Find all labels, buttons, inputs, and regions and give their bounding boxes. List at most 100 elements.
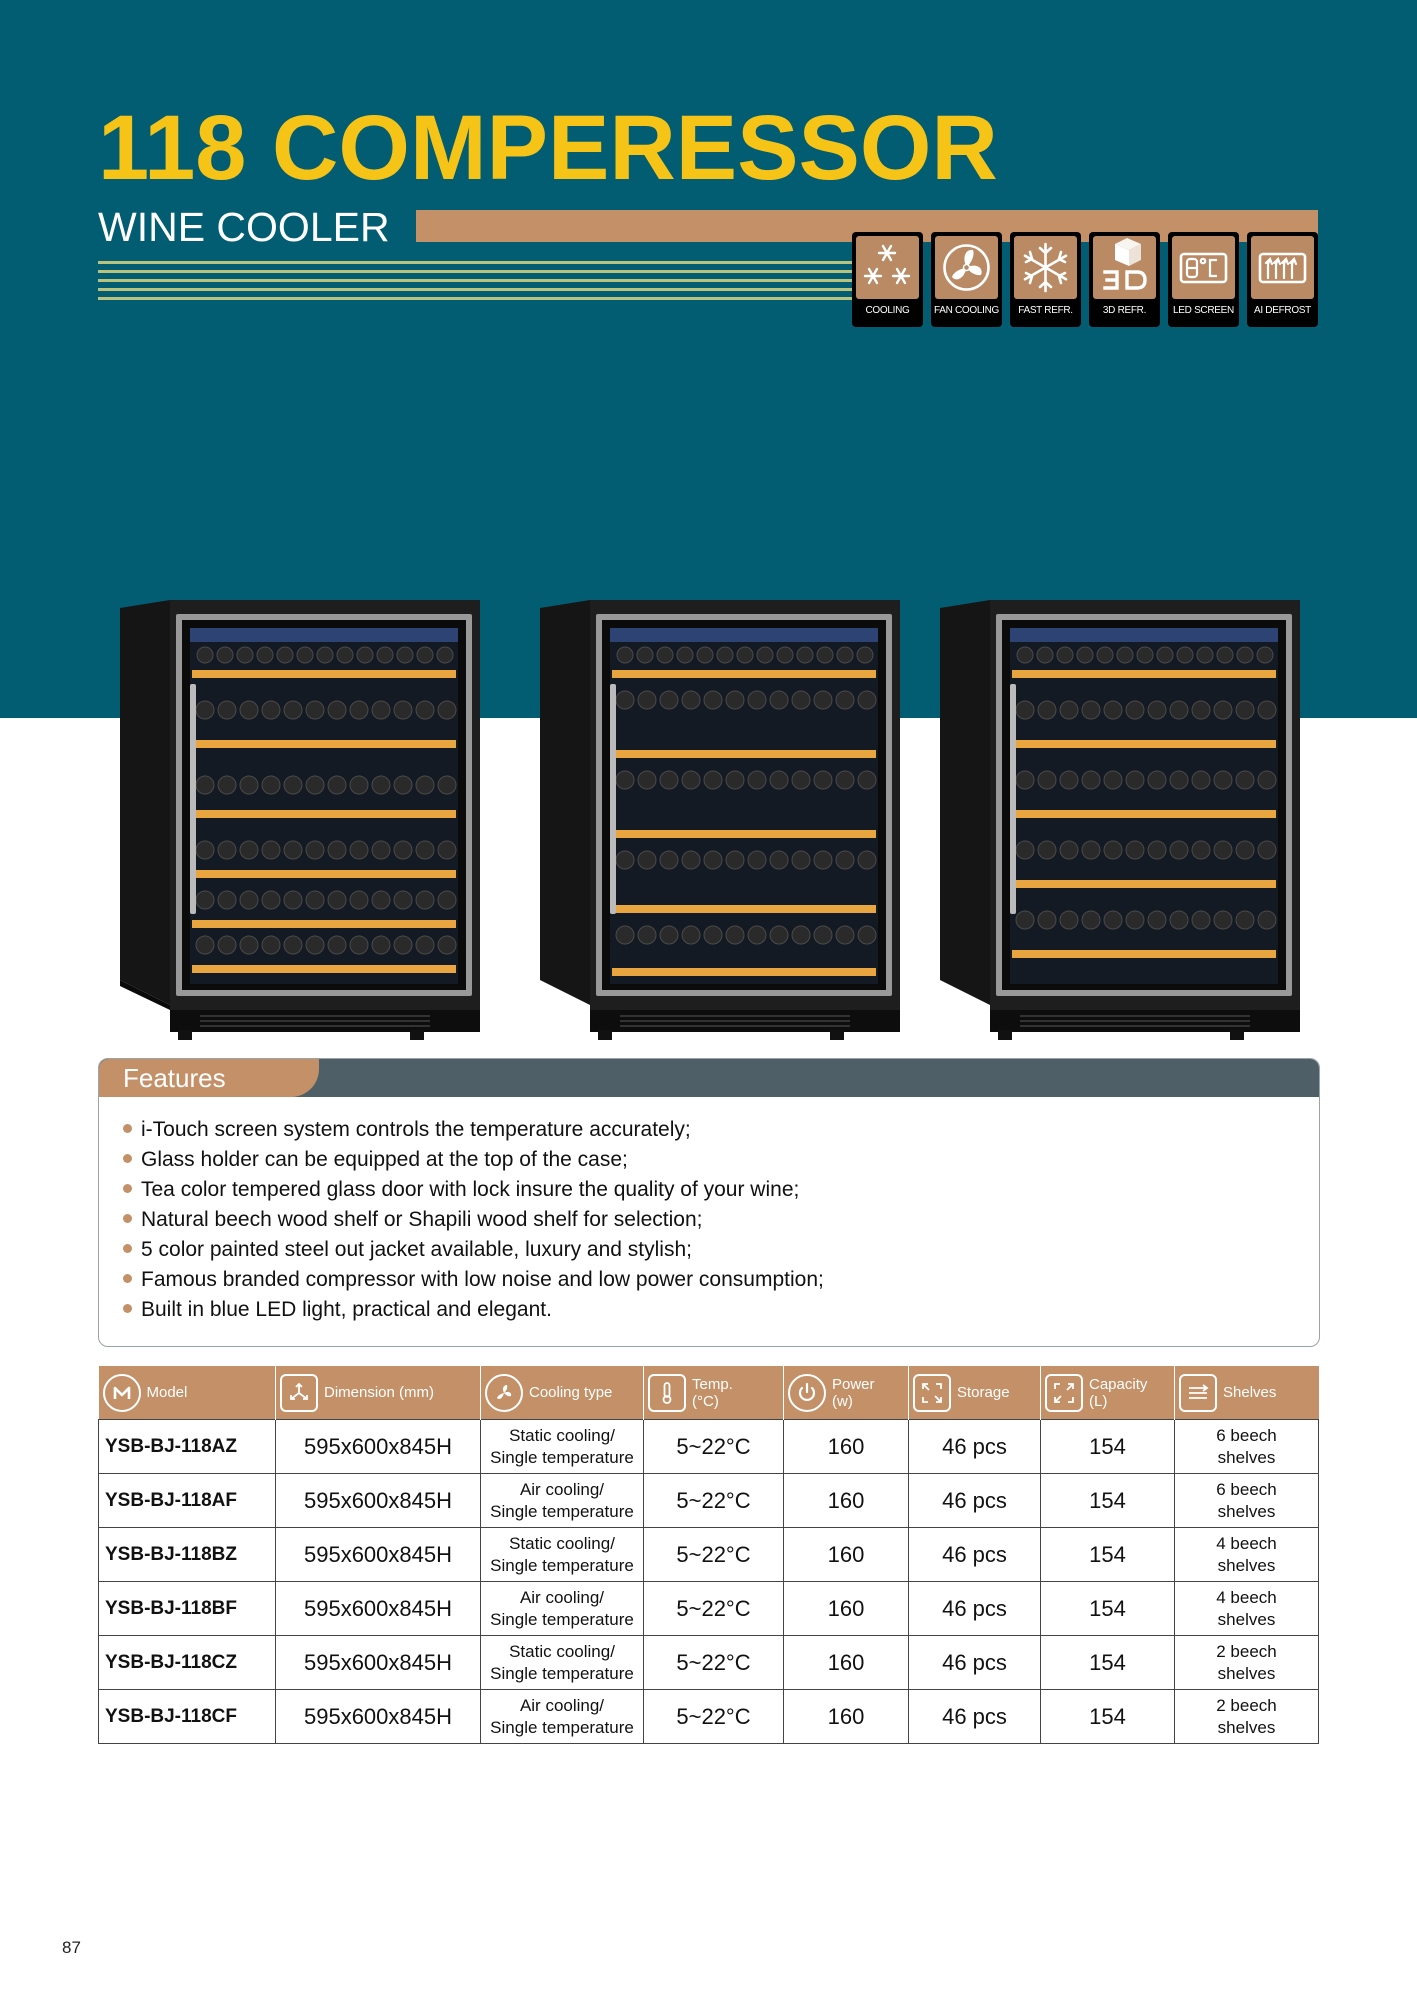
cell-model: YSB-BJ-118AZ: [98, 1419, 276, 1474]
cell-temp: 5~22°C: [643, 1689, 784, 1744]
feature-badges: COOLING FAN COOLING: [852, 232, 1322, 328]
cell-cooling-type: Air cooling/Single temperature: [480, 1581, 644, 1636]
cell-storage: 46 pcs: [908, 1635, 1041, 1690]
cell-model: YSB-BJ-118CF: [98, 1689, 276, 1744]
cell-capacity: 154: [1040, 1689, 1175, 1744]
badge-fast-refrigeration: FAST REFR.: [1010, 232, 1081, 327]
cell-capacity: 154: [1040, 1581, 1175, 1636]
storage-icon: [913, 1373, 951, 1412]
cell-power: 160: [783, 1635, 909, 1690]
badge-3d-refrigeration: 3D REFR.: [1089, 232, 1160, 327]
badge-label: FAST REFR.: [1018, 305, 1073, 316]
feature-item: Natural beech wood shelf or Shapili wood…: [123, 1205, 824, 1235]
cell-cooling-type: Static cooling/Single temperature: [480, 1635, 644, 1690]
badge-cooling: COOLING: [852, 232, 923, 327]
cell-temp: 5~22°C: [643, 1419, 784, 1474]
thermometer-icon: [648, 1373, 686, 1412]
cell-storage: 46 pcs: [908, 1473, 1041, 1528]
cell-capacity: 154: [1040, 1419, 1175, 1474]
cell-cooling-type: Static cooling/Single temperature: [480, 1419, 644, 1474]
power-icon: [788, 1373, 826, 1412]
cell-dimension: 595x600x845H: [275, 1473, 481, 1528]
header-dimension: Dimension (mm): [275, 1366, 481, 1420]
cell-dimension: 595x600x845H: [275, 1527, 481, 1582]
feature-item: Glass holder can be equipped at the top …: [123, 1145, 824, 1175]
cell-power: 160: [783, 1581, 909, 1636]
cell-model: YSB-BJ-118BZ: [98, 1527, 276, 1582]
feature-item: Famous branded compressor with low noise…: [123, 1265, 824, 1295]
wine-cooler-image-2-shelf: [940, 600, 1300, 1040]
feature-item: Built in blue LED light, practical and e…: [123, 1295, 824, 1325]
page-number: 87: [62, 1938, 81, 1957]
cell-dimension: 595x600x845H: [275, 1419, 481, 1474]
header-storage: Storage: [908, 1366, 1041, 1420]
badge-label: COOLING: [865, 305, 910, 316]
table-row: YSB-BJ-118CF 595x600x845H Air cooling/Si…: [98, 1689, 1319, 1744]
cell-temp: 5~22°C: [643, 1473, 784, 1528]
cell-capacity: 154: [1040, 1635, 1175, 1690]
cell-power: 160: [783, 1473, 909, 1528]
badge-label: 3D REFR.: [1102, 305, 1147, 316]
badge-led-screen: LED SCREEN: [1168, 232, 1239, 327]
cell-power: 160: [783, 1689, 909, 1744]
page-title: 118 COMPERESSOR: [98, 97, 998, 199]
cell-capacity: 154: [1040, 1527, 1175, 1582]
cell-power: 160: [783, 1527, 909, 1582]
header-model: Model: [98, 1366, 276, 1420]
cell-model: YSB-BJ-118CZ: [98, 1635, 276, 1690]
feature-item: Tea color tempered glass door with lock …: [123, 1175, 824, 1205]
cell-temp: 5~22°C: [643, 1635, 784, 1690]
features-heading: Features: [99, 1059, 319, 1097]
badge-label: AI DEFROST: [1253, 305, 1311, 316]
cell-storage: 46 pcs: [908, 1419, 1041, 1474]
cube-3d-icon: [1103, 238, 1147, 290]
badge-label: FAN COOLING: [933, 305, 1000, 316]
cell-model: YSB-BJ-118BF: [98, 1581, 276, 1636]
cell-dimension: 595x600x845H: [275, 1581, 481, 1636]
header-power: Power(w): [783, 1366, 909, 1420]
table-row: YSB-BJ-118AZ 595x600x845H Static cooling…: [98, 1419, 1319, 1474]
features-header-bar: Features: [99, 1059, 1319, 1097]
feature-item: i-Touch screen system controls the tempe…: [123, 1115, 824, 1145]
badge-fan-cooling: FAN COOLING: [931, 232, 1002, 327]
capacity-icon: [1045, 1373, 1083, 1412]
cell-storage: 46 pcs: [908, 1581, 1041, 1636]
cell-model: YSB-BJ-118AF: [98, 1473, 276, 1528]
cell-storage: 46 pcs: [908, 1527, 1041, 1582]
model-icon: [102, 1373, 141, 1412]
header-shelves: Shelves: [1174, 1366, 1319, 1420]
wine-cooler-image-6-shelf: [120, 600, 480, 1040]
spec-table: Model Dimension (mm) Cooling type Temp.(…: [98, 1366, 1319, 1744]
features-list: i-Touch screen system controls the tempe…: [123, 1115, 824, 1325]
dimension-icon: [280, 1373, 318, 1412]
cell-power: 160: [783, 1419, 909, 1474]
cell-temp: 5~22°C: [643, 1527, 784, 1582]
fan-icon: [943, 244, 990, 291]
decorative-stripes: [98, 261, 858, 311]
page-subtitle: WINE COOLER: [98, 204, 390, 250]
table-row: YSB-BJ-118BZ 595x600x845H Static cooling…: [98, 1527, 1319, 1582]
cell-cooling-type: Air cooling/Single temperature: [480, 1473, 644, 1528]
badge-ai-defrost: AI DEFROST: [1247, 232, 1318, 327]
cell-dimension: 595x600x845H: [275, 1689, 481, 1744]
cell-dimension: 595x600x845H: [275, 1635, 481, 1690]
table-header-row: Model Dimension (mm) Cooling type Temp.(…: [98, 1366, 1319, 1420]
defrost-icon: [1258, 252, 1307, 284]
fan-icon: [485, 1373, 523, 1412]
led-screen-icon: [1179, 252, 1228, 284]
header-cooling-type: Cooling type: [480, 1366, 644, 1420]
table-row: YSB-BJ-118CZ 595x600x845H Static cooling…: [98, 1635, 1319, 1690]
badge-label: LED SCREEN: [1173, 305, 1234, 316]
cell-cooling-type: Static cooling/Single temperature: [480, 1527, 644, 1582]
shelves-icon: [1179, 1373, 1217, 1412]
features-section: Features i-Touch screen system controls …: [98, 1058, 1320, 1347]
table-row: YSB-BJ-118AF 595x600x845H Air cooling/Si…: [98, 1473, 1319, 1528]
cooling-icon: [863, 244, 911, 285]
snowflake-icon: [1023, 242, 1068, 293]
